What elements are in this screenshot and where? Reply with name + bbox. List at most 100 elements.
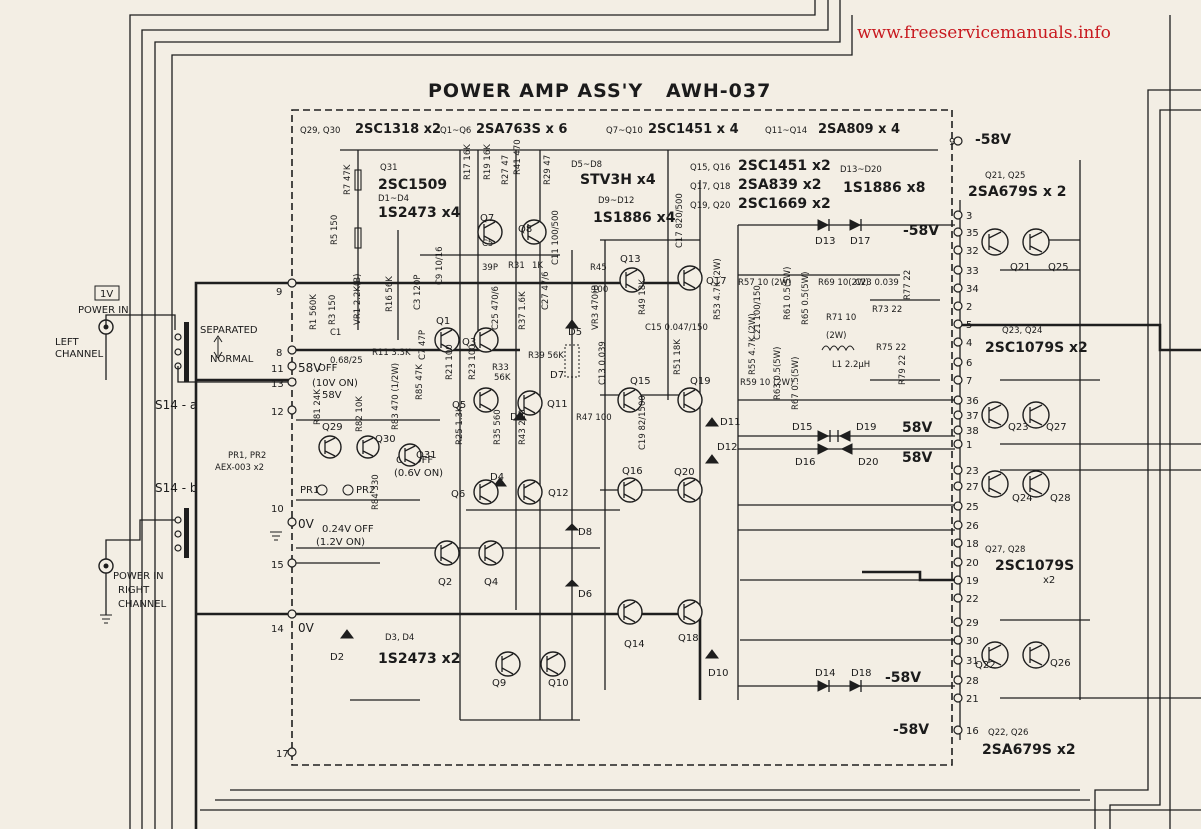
svg-text:R39 56K: R39 56K [528,351,564,361]
component-labels: R7 47K R5 150 R1 560K R3 150 VR1 2.2K(B)… [309,139,913,510]
svg-text:0.24V OFF: 0.24V OFF [322,524,374,535]
svg-text:17: 17 [276,749,289,760]
svg-text:R1 560K: R1 560K [309,294,319,330]
svg-text:D3, D4: D3, D4 [385,633,414,643]
svg-text:8: 8 [276,348,282,359]
svg-text:38: 38 [966,426,979,437]
svg-text:D2: D2 [330,652,344,663]
svg-text:R53 4.7K (2W): R53 4.7K (2W) [713,258,723,320]
svg-text:33: 33 [966,266,979,277]
svg-text:R82 10K: R82 10K [355,396,365,432]
svg-text:C1: C1 [330,328,341,338]
svg-text:D4: D4 [490,472,504,483]
svg-text:1: 1 [966,440,972,451]
svg-text:10: 10 [271,504,284,515]
svg-text:Q19: Q19 [690,376,711,387]
svg-text:R23 100: R23 100 [468,344,478,380]
svg-text:R61 0.5(5W): R61 0.5(5W) [783,267,793,320]
svg-text:R17 16K: R17 16K [463,144,473,180]
svg-text:(0.6V ON): (0.6V ON) [394,468,443,479]
svg-text:R43 220: R43 220 [518,409,528,445]
svg-text:58V: 58V [298,361,322,375]
svg-text:Q23: Q23 [1008,422,1029,433]
svg-text:Q15: Q15 [630,376,651,387]
svg-text:CHANNEL: CHANNEL [55,349,104,360]
svg-text:C23 0.039: C23 0.039 [855,278,899,288]
svg-text:R55 4.7K (2W): R55 4.7K (2W) [748,313,758,375]
svg-text:S14 - a: S14 - a [155,398,197,412]
svg-text:9: 9 [276,287,282,298]
svg-text:LEFT: LEFT [55,337,79,348]
svg-text:34: 34 [966,284,979,295]
svg-text:Q23, Q24: Q23, Q24 [1002,326,1042,336]
svg-text:R25 1.3K: R25 1.3K [455,406,465,445]
svg-text:26: 26 [966,521,979,532]
svg-text:11: 11 [271,364,284,375]
svg-text:Q11: Q11 [547,399,568,410]
svg-text:Q16: Q16 [622,466,643,477]
svg-text:R69 10(2W): R69 10(2W) [818,278,869,288]
svg-text:D16: D16 [795,457,815,468]
svg-text:31: 31 [966,656,979,667]
svg-text:2SC1669 x2: 2SC1669 x2 [738,196,831,212]
svg-text:R11 3.3K: R11 3.3K [372,348,411,358]
svg-text:2SC1318 x2: 2SC1318 x2 [355,122,441,137]
group-q21: Q21, Q25 2SA679S x 2 [968,171,1067,200]
svg-text:58V: 58V [902,420,932,436]
svg-text:12: 12 [271,407,284,418]
svg-text:25: 25 [966,502,979,513]
svg-text:POWER IN: POWER IN [78,305,129,316]
svg-text:Q13: Q13 [620,254,641,265]
svg-text:7: 7 [966,376,972,387]
svg-text:(10V ON): (10V ON) [312,378,358,389]
svg-text:R59 10 (2W): R59 10 (2W) [740,378,793,388]
svg-text:R79 22: R79 22 [898,355,908,385]
svg-text:37: 37 [966,411,979,422]
svg-text:POWER IN: POWER IN [113,571,164,582]
svg-text:PR1, PR2: PR1, PR2 [228,451,266,461]
input-section: 1V POWER IN LEFT CHANNEL SEPARATED NORMA… [55,285,258,624]
svg-text:R5 150: R5 150 [330,215,340,245]
svg-text:0V: 0V [298,517,315,531]
svg-text:D6: D6 [578,589,592,600]
svg-text:-58V: -58V [903,223,939,239]
svg-text:Q30: Q30 [375,434,396,445]
svg-text:2SA679S x 2: 2SA679S x 2 [968,184,1067,200]
svg-text:58V: 58V [902,450,932,466]
svg-text:L1 2.2μH: L1 2.2μH [832,360,870,370]
svg-text:R47 100: R47 100 [576,413,612,423]
svg-text:D12: D12 [717,442,737,453]
svg-text:Q21: Q21 [1010,262,1031,273]
svg-text:2SC1079S: 2SC1079S [995,558,1074,574]
svg-text:Q31: Q31 [416,450,437,461]
svg-text:Q20: Q20 [674,467,695,478]
svg-text:AEX-003 x2: AEX-003 x2 [215,463,264,473]
svg-text:2SC1079S x2: 2SC1079S x2 [985,340,1088,356]
svg-text:-58V: -58V [893,722,929,738]
svg-text:VR3 470(B): VR3 470(B) [591,281,601,330]
svg-text:D15: D15 [792,422,812,433]
wiring [296,149,1201,721]
svg-text:R45: R45 [590,263,607,273]
svg-text:Q21, Q25: Q21, Q25 [985,171,1025,181]
svg-text:32: 32 [966,246,979,257]
top-bus-lines [129,0,1201,829]
svg-text:SEPARATED: SEPARATED [200,325,258,336]
svg-text:R63 0.5(5W): R63 0.5(5W) [773,347,783,400]
svg-text:C9 10/16: C9 10/16 [435,246,445,285]
svg-text:R67 0.5(5W): R67 0.5(5W) [791,357,801,410]
svg-text:C17 820/500: C17 820/500 [675,193,685,248]
svg-text:R57 10 (2W): R57 10 (2W) [738,278,791,288]
svg-text:Q2: Q2 [438,577,452,588]
svg-text:PR2: PR2 [356,485,375,496]
svg-text:30: 30 [966,636,979,647]
svg-text:R21 100: R21 100 [445,344,455,380]
svg-text:4: 4 [966,338,972,349]
svg-text:Q24: Q24 [1012,493,1033,504]
svg-text:R33: R33 [492,363,509,373]
svg-text:Q6: Q6 [451,489,465,500]
svg-text:NORMAL: NORMAL [210,354,254,365]
svg-text:C13 0.039: C13 0.039 [598,341,608,385]
svg-text:9: 9 [949,137,955,148]
